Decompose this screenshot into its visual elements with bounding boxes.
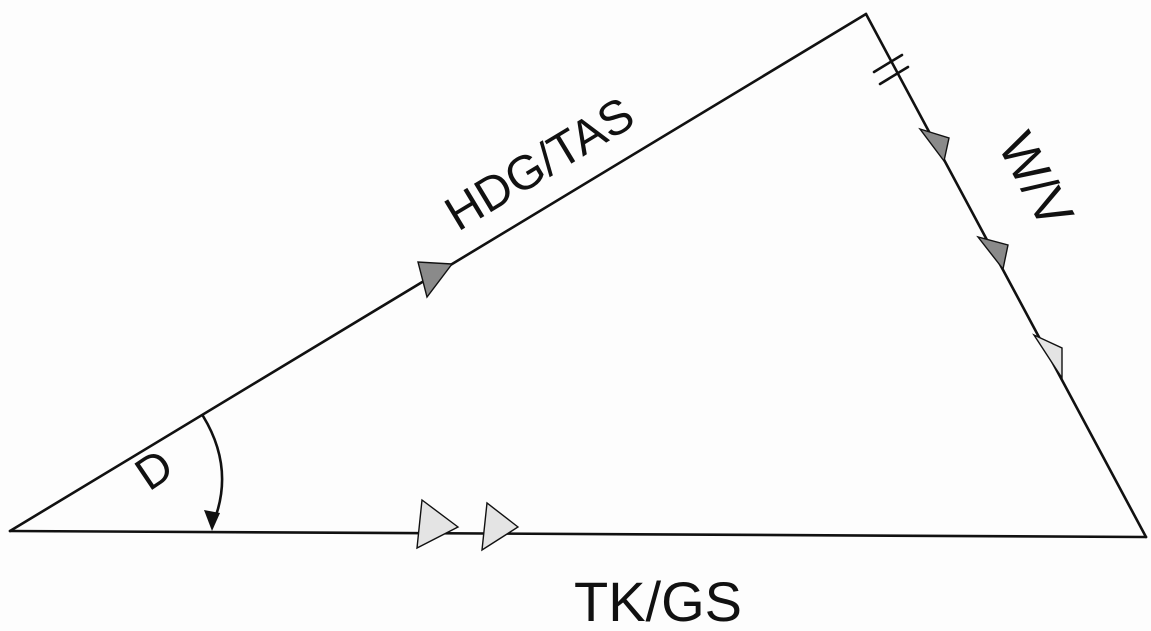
drift-arc-arrowhead-icon [204, 510, 220, 531]
wind-arrow-1 [918, 127, 950, 163]
drift-angle-arc [201, 414, 224, 528]
wind-line-tick-marks [872, 53, 910, 86]
track-arrow-1 [416, 498, 460, 550]
track-groundspeed-label: TK/GS [574, 570, 742, 631]
heading-airspeed-label: HDG/TAS [436, 88, 643, 242]
heading-arrow [417, 261, 454, 299]
wind-arrow-3 [1032, 333, 1063, 381]
track-arrow-2 [481, 501, 520, 552]
wind-velocity-line [864, 12, 1148, 539]
wind-velocity-label: W/V [986, 123, 1084, 237]
track-groundspeed-line [8, 529, 1148, 539]
drift-angle-label: D [126, 439, 183, 501]
wind-arrow-2 [976, 235, 1009, 271]
